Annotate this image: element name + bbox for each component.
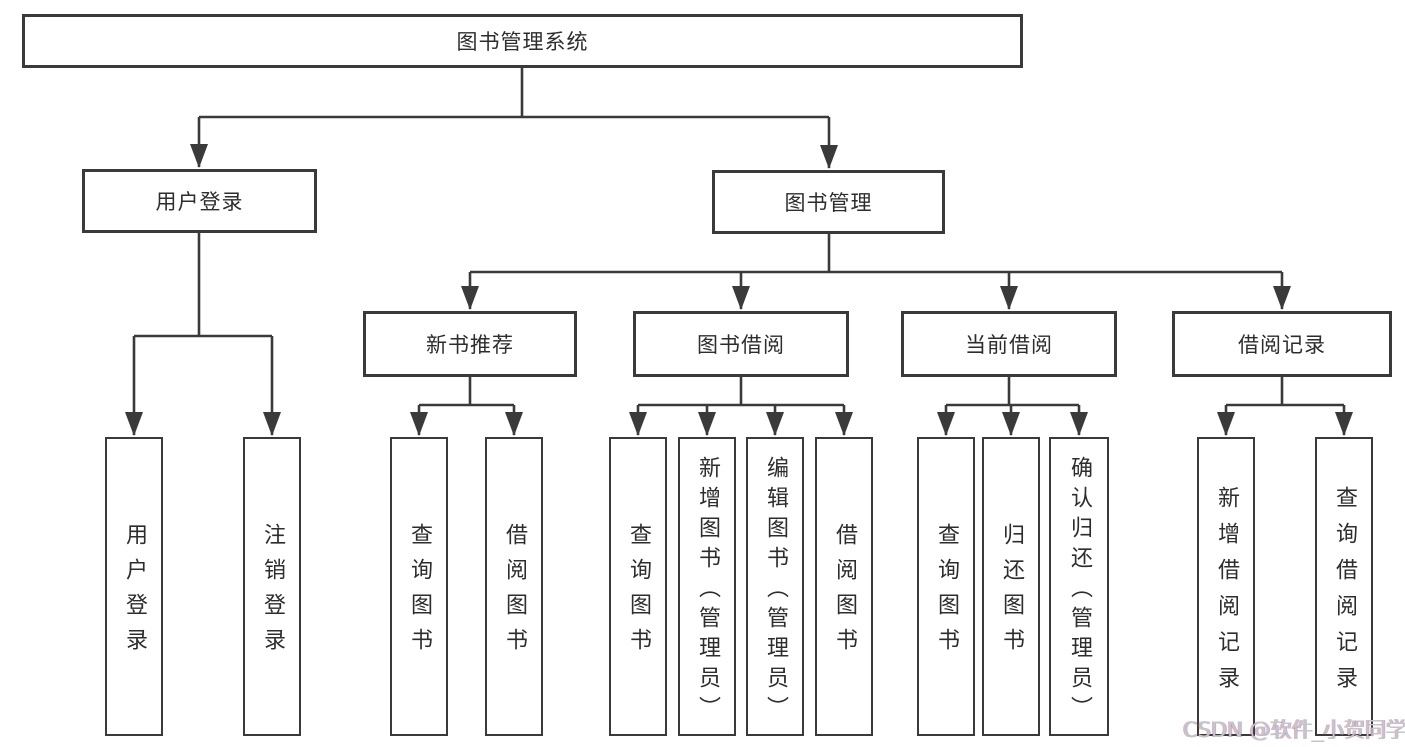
leaf-logout-label: 注销登录 <box>260 523 285 663</box>
node-book-management-label: 图书管理 <box>784 191 873 215</box>
leaf-return-book-label: 归还图书 <box>999 523 1024 663</box>
leaf-borrow-book-label: 借阅图书 <box>832 523 857 663</box>
leaf-return-book: 归还图书 <box>982 437 1040 736</box>
leaf-query-borrow-record-label: 查询借阅记录 <box>1332 485 1357 702</box>
node-current-borrow-label: 当前借阅 <box>965 333 1053 357</box>
leaf-confirm-return-admin: 确认归还（管理员） <box>1049 437 1109 736</box>
leaf-edit-book-admin: 编辑图书（管理员） <box>746 437 804 736</box>
leaf-confirm-return-admin-label: 确认归还（管理员） <box>1067 455 1092 726</box>
node-user-login-label: 用户登录 <box>155 190 244 214</box>
node-root-label: 图书管理系统 <box>456 30 589 54</box>
leaf-query-book-current-label: 查询图书 <box>934 523 959 663</box>
node-borrow-records: 借阅记录 <box>1172 311 1392 377</box>
watermark-text: CSDN @软件_小贺同学 <box>1183 718 1405 742</box>
leaf-logout: 注销登录 <box>243 437 301 736</box>
node-new-book-recommend-label: 新书推荐 <box>426 333 514 357</box>
node-borrow-records-label: 借阅记录 <box>1238 333 1326 357</box>
leaf-query-book-current: 查询图书 <box>917 437 975 736</box>
leaf-borrow-book-recommend-label: 借阅图书 <box>502 523 527 663</box>
leaf-add-book-admin: 新增图书（管理员） <box>678 437 736 736</box>
leaf-query-book-recommend-label: 查询图书 <box>407 523 432 663</box>
node-root: 图书管理系统 <box>22 14 1023 68</box>
node-book-management: 图书管理 <box>712 170 945 234</box>
node-book-borrow-label: 图书借阅 <box>697 333 785 357</box>
leaf-edit-book-admin-label: 编辑图书（管理员） <box>763 455 788 726</box>
leaf-add-borrow-record: 新增借阅记录 <box>1197 437 1255 736</box>
leaf-borrow-book-recommend: 借阅图书 <box>485 437 543 736</box>
node-book-borrow: 图书借阅 <box>633 311 849 377</box>
node-user-login: 用户登录 <box>82 169 317 233</box>
leaf-query-book-borrow: 查询图书 <box>609 437 667 736</box>
leaf-query-borrow-record: 查询借阅记录 <box>1315 437 1373 736</box>
node-current-borrow: 当前借阅 <box>901 311 1117 377</box>
leaf-borrow-book: 借阅图书 <box>815 437 873 736</box>
leaf-query-book-recommend: 查询图书 <box>390 437 448 736</box>
leaf-user-login: 用户登录 <box>105 437 163 736</box>
leaf-add-borrow-record-label: 新增借阅记录 <box>1214 485 1239 702</box>
leaf-query-book-borrow-label: 查询图书 <box>626 523 651 663</box>
leaf-user-login-label: 用户登录 <box>122 523 147 663</box>
node-new-book-recommend: 新书推荐 <box>363 311 577 377</box>
leaf-add-book-admin-label: 新增图书（管理员） <box>695 455 720 726</box>
